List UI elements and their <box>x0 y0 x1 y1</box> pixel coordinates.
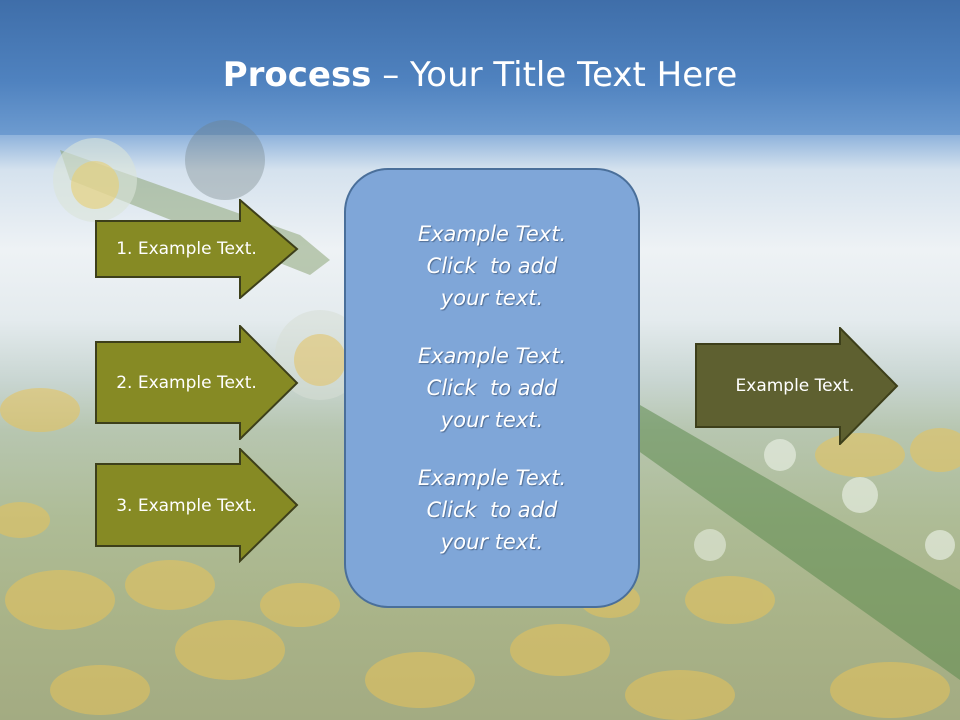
center-paragraph-1: Example Text. Click to add your text. <box>417 222 567 310</box>
right-arrow-shape <box>695 327 899 445</box>
arrow-step-3[interactable]: 3. Example Text. <box>95 448 300 563</box>
title-bold-word: Process <box>222 55 372 95</box>
right-arrow-shape <box>95 199 299 299</box>
arrow-step-2-label: 2. Example Text. <box>116 372 257 393</box>
arrow-step-1-label: 1. Example Text. <box>116 239 257 259</box>
arrow-result-label: Example Text. <box>735 376 855 396</box>
title-band <box>0 0 960 135</box>
center-paragraph-3: Example Text. Click to add your text. <box>417 466 567 554</box>
right-arrow-shape <box>95 448 299 563</box>
arrow-step-1[interactable]: 1. Example Text. <box>95 199 300 299</box>
center-paragraph-2: Example Text. Click to add your text. <box>417 344 567 432</box>
arrow-result[interactable]: Example Text. <box>695 327 900 445</box>
title-rest-text: – Your Title Text Here <box>371 55 738 95</box>
arrow-step-3-label: 3. Example Text. <box>116 495 257 516</box>
center-text-box[interactable]: Example Text. Click to add your text. Ex… <box>344 168 640 608</box>
arrow-step-2[interactable]: 2. Example Text. <box>95 325 300 440</box>
slide-title: Process – Your Title Text Here <box>0 52 960 98</box>
right-arrow-shape <box>95 325 299 440</box>
